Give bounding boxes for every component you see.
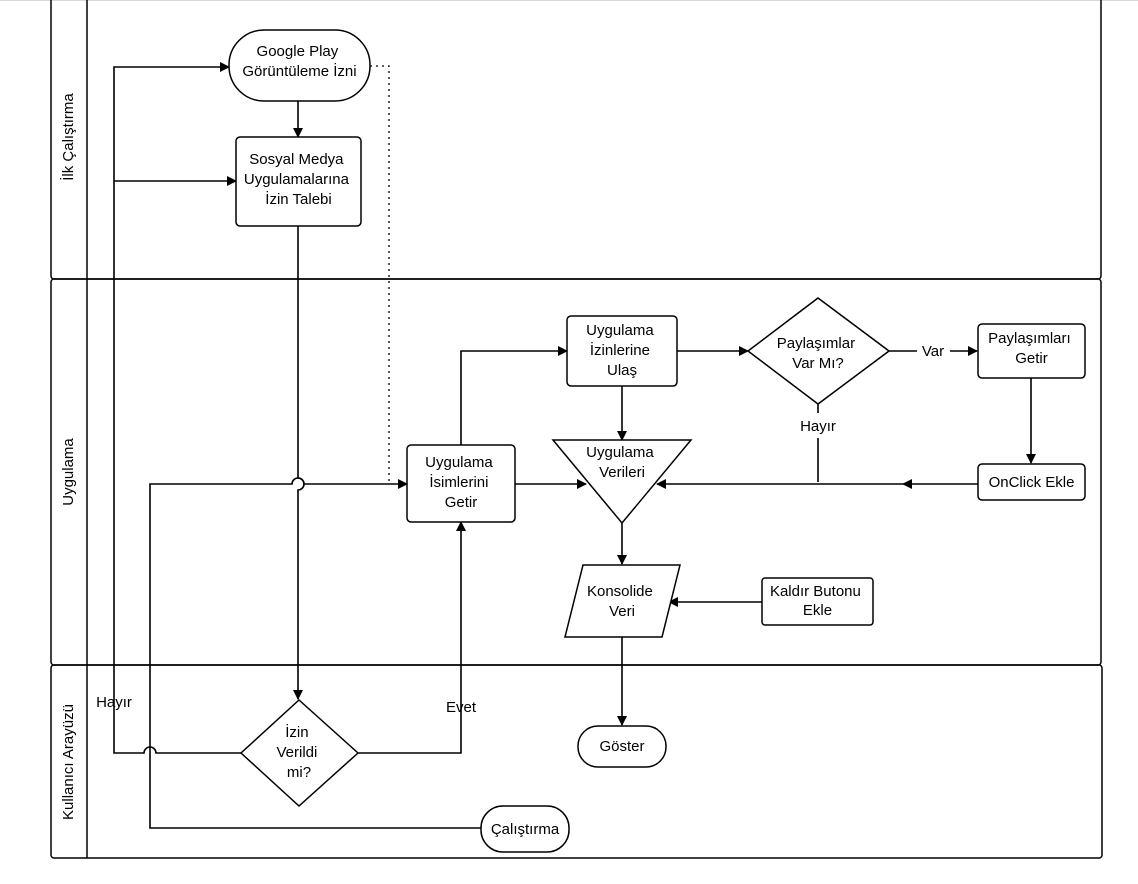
edge-permission-yes-to-appnames xyxy=(358,521,466,754)
node-get-app-names-line2: İsimlerini xyxy=(429,473,488,491)
node-social-media-permission-request[interactable]: Sosyal Medya Uygulamalarına İzin Talebi xyxy=(235,136,362,227)
node-shares-exist-decision[interactable]: Paylaşımlar Var Mı? xyxy=(746,297,891,405)
svg-text:Paylaşımlar Var Mı?: Paylaşımlar Var Mı? xyxy=(777,335,860,372)
svg-text:Google Play Görüntüleme: Google Play Görüntüleme İzni xyxy=(242,43,356,80)
node-social-media-line1: Sosyal Medya xyxy=(249,151,344,168)
node-app-data-merge[interactable]: Uygulama Verileri xyxy=(551,439,693,525)
node-access-app-permissions[interactable]: Uygulama İzinlerine Ulaş xyxy=(566,315,678,387)
edge-dotted-googleplay-to-appnames xyxy=(370,65,390,482)
svg-text:Kaldır Butonu Ekle: Kaldır Butonu Ekle xyxy=(770,583,865,619)
node-add-onclick-label: OnClick Ekle xyxy=(989,474,1075,491)
edge-socialmedia-to-permission xyxy=(293,226,305,700)
node-access-permissions-line2: İzinlerine xyxy=(590,341,650,359)
svg-text:İzin Verildi mi?: İzin Verildi mi? xyxy=(276,723,321,781)
svg-text:Paylaşımları Getir: Paylaşımları Getir xyxy=(988,330,1075,367)
node-add-onclick[interactable]: OnClick Ekle xyxy=(977,463,1086,501)
node-consolidated-line2: Veri xyxy=(609,603,635,620)
node-social-media-line3: İzin Talebi xyxy=(265,190,331,208)
node-permission-given-line2: Verildi xyxy=(276,744,317,761)
node-add-remove-button[interactable]: Kaldır Butonu Ekle xyxy=(761,577,874,626)
edge-label-var: Var xyxy=(922,343,944,360)
node-get-app-names[interactable]: Uygulama İsimlerini Getir xyxy=(406,444,516,523)
node-consolidated-line1: Konsolide xyxy=(587,583,653,600)
edge-run-to-appnames xyxy=(149,477,481,829)
edge-label-evet: Evet xyxy=(446,699,477,716)
svg-text:Sosyal Medya Uygulamalar: Sosyal Medya Uygulamalarına İzin Talebi xyxy=(244,151,353,208)
svg-text:Uygulama İzinlerine: Uygulama İzinlerine Ulaş xyxy=(586,322,658,379)
lane-label-first-run: İlk Çalıştırma xyxy=(59,93,77,181)
edge-permission-no-to-googleplay xyxy=(113,62,241,754)
node-show[interactable]: Göster xyxy=(577,725,667,768)
lane-label-application: Uygulama xyxy=(60,438,77,506)
node-get-app-names-line1: Uygulama xyxy=(425,454,493,471)
node-get-shares-line1: Paylaşımları xyxy=(988,330,1071,347)
node-app-data-line1: Uygulama xyxy=(586,444,654,461)
node-google-play-permission[interactable]: Google Play Görüntüleme İzni xyxy=(228,29,371,102)
connectors xyxy=(113,62,1036,829)
node-run-label: Çalıştırma xyxy=(491,821,560,838)
node-get-shares[interactable]: Paylaşımları Getir xyxy=(977,323,1086,379)
node-consolidated-data[interactable]: Konsolide Veri xyxy=(564,564,681,638)
node-access-permissions-line3: Ulaş xyxy=(607,362,637,379)
swimlane-first-run: İlk Çalıştırma xyxy=(50,0,1102,280)
node-social-media-line2: Uygulamalarına xyxy=(244,171,350,188)
node-shares-exist-line1: Paylaşımlar xyxy=(777,335,855,352)
node-shares-exist-line2: Var Mı? xyxy=(792,355,843,372)
node-show-label: Göster xyxy=(599,738,644,755)
node-permission-given-line3: mi? xyxy=(287,764,311,781)
node-google-play-line2: Görüntüleme İzni xyxy=(242,62,356,80)
node-run[interactable]: Çalıştırma xyxy=(480,805,570,853)
node-permission-given-line1: İzin xyxy=(285,723,308,741)
node-remove-button-line2: Ekle xyxy=(803,602,832,619)
edge-label-hayir-permission: Hayır xyxy=(96,694,132,711)
node-get-shares-line2: Getir xyxy=(1015,350,1048,367)
node-google-play-line1: Google Play xyxy=(257,43,339,60)
node-access-permissions-line1: Uygulama xyxy=(586,322,654,339)
edge-appnames-to-permissions xyxy=(460,346,568,445)
edge-label-hayir-shares: Hayır xyxy=(800,418,836,435)
svg-text:Konsolide Veri: Konsolide Veri xyxy=(587,583,657,620)
lane-label-user-interface: Kullanıcı Arayüzü xyxy=(60,704,77,820)
svg-text:Uygulama Verileri: Uygulama Verileri xyxy=(586,444,658,481)
svg-text:Uygulama İsimlerini: Uygulama İsimlerini Getir xyxy=(425,454,497,511)
swimlane-user-interface: Kullanıcı Arayüzü xyxy=(50,664,1103,859)
node-permission-given-decision[interactable]: İzin Verildi mi? xyxy=(239,698,360,808)
node-get-app-names-line3: Getir xyxy=(445,494,478,511)
node-app-data-line2: Verileri xyxy=(599,464,645,481)
node-remove-button-line1: Kaldır Butonu xyxy=(770,583,861,600)
